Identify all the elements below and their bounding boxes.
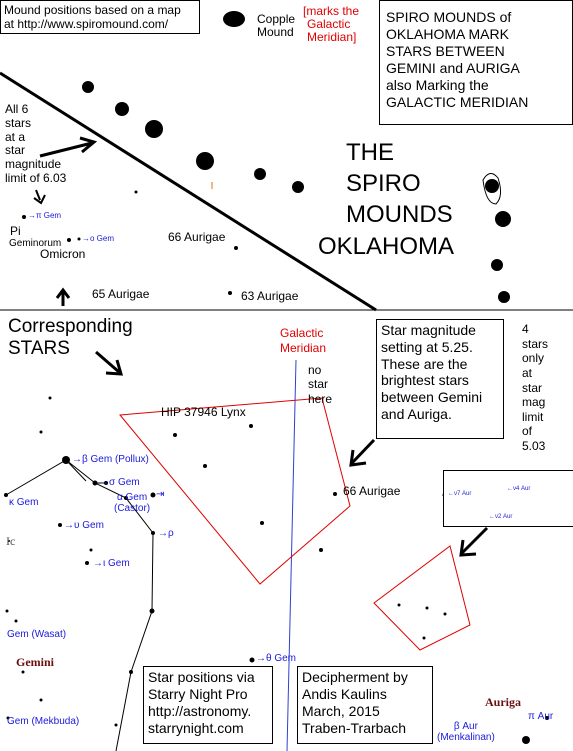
mound (495, 211, 511, 227)
mound (292, 181, 304, 193)
nu4-aur-label: ←ν4 Aur (507, 486, 531, 492)
kappa-gem-label: κ Gem (9, 497, 39, 508)
source-note: Mound positions based on a map at http:/… (0, 0, 200, 34)
star-group-polygon (119, 397, 351, 585)
mound (82, 81, 94, 93)
hip-lynx-label: HIP 37946 Lynx (161, 405, 246, 419)
aurigae-65-label: 65 Aurigae (92, 287, 150, 301)
nu7-aur-label: ←ν7 Aur (448, 491, 472, 497)
limit-note: All 6 stars at a star magnitude limit of… (5, 102, 67, 185)
omicron-label: Omicron (40, 247, 86, 261)
credit-box: Star positions via Starry Night Pro http… (143, 666, 273, 744)
upper-stars (22, 190, 238, 295)
galactic-meridian-line (286, 359, 297, 751)
alpha-gem-label: α Gem (Castor) (114, 492, 151, 514)
mound (196, 152, 214, 170)
aurigae-63-label: 63 Aurigae (241, 289, 299, 303)
diagonal-divider (0, 71, 377, 312)
theta-gem-label: →θ Gem (256, 653, 297, 664)
no-star-note: no star here (308, 363, 333, 406)
mekbuda-label: Gem (Mekbuda) (7, 716, 80, 727)
geminorum-label: Geminorum (9, 238, 62, 249)
four-stars-inset (443, 470, 573, 527)
mounds (82, 11, 511, 303)
rho-gem-label: →ρ (158, 528, 174, 539)
headline-box: SPIRO MOUNDS of OKLAHOMA MARK STARS BETW… (379, 0, 573, 125)
copple-mound (223, 11, 245, 27)
corresponding-stars-label: Corresponding STARS (8, 316, 133, 359)
nu2-aur-label: ←ν2 Aur (489, 514, 513, 520)
mound (254, 168, 266, 180)
beta-gem-label: →β Gem (Pollux) (72, 454, 149, 465)
four-stars-note: 4 stars only at star mag limit of 5.03 (522, 322, 549, 453)
pi-aur-label: π Aur (528, 711, 554, 722)
aurigae-66-lower-label: 66 Aurigae (343, 484, 401, 498)
mound-outline (482, 173, 502, 205)
wasat-label: Gem (Wasat) (7, 629, 67, 640)
iota-gem-label: →ι Gem (93, 558, 130, 569)
mound (498, 291, 510, 303)
page-title: THE SPIRO MOUNDS OKLAHOMA (318, 139, 455, 260)
o-gem-label: →o Gem (82, 234, 115, 243)
pi-label: Pi (10, 224, 21, 238)
gemini-label: Gemini (16, 655, 54, 669)
mound (145, 120, 163, 138)
aurigae-66-upper-label: 66 Aurigae (168, 230, 226, 244)
pi-gem-label: →π Gem (28, 211, 62, 220)
arrows (33, 136, 489, 557)
magnitude-box: Star magnitude setting at 5.25. These ar… (376, 319, 504, 439)
copple-label: Copple Mound (257, 12, 296, 40)
sigma-gem-label: →σ Gem (99, 477, 140, 488)
decipherment-box: Decipherment by Andis Kaulins March, 201… (297, 666, 433, 744)
small-star-group-polygon (373, 545, 471, 651)
lower-stars (4, 396, 549, 744)
mound (115, 102, 129, 116)
copple-note: [marks the Galactic Meridian] (303, 4, 360, 45)
galactic-meridian-label: Galactic Meridian (280, 326, 327, 355)
alpha-gem-arrow: ⇥ (156, 489, 165, 500)
beta-aur-label: β Aur (Menkalinan) (437, 721, 495, 743)
mound (491, 259, 503, 271)
ic-label: Ic (6, 534, 16, 548)
upsilon-gem-label: →υ Gem (64, 520, 104, 531)
auriga-label: Auriga (485, 695, 521, 709)
mound (485, 179, 499, 193)
